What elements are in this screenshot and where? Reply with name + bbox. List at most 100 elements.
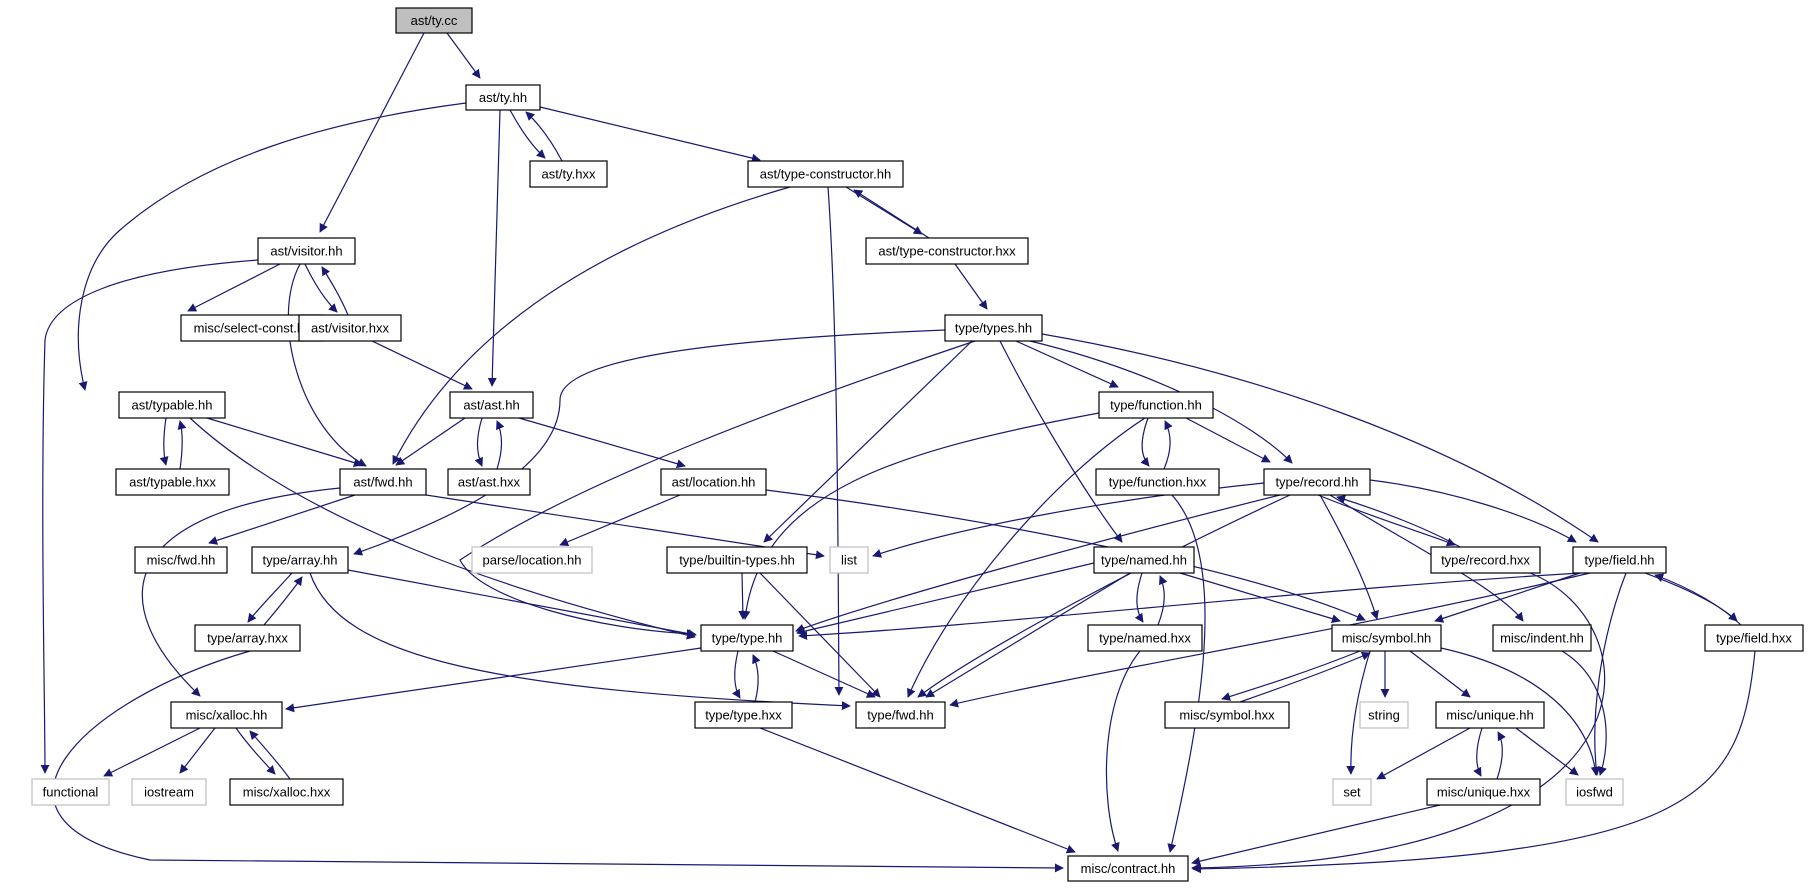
node-type-array-hh[interactable]: type/array.hh <box>251 546 349 574</box>
edge-ast-ty-hh-to-ast-typable-hh <box>77 102 467 391</box>
node-box <box>1492 624 1592 652</box>
node-box <box>31 778 110 806</box>
edge-misc-symbol-hh-to-misc-unique-hh <box>1409 650 1471 698</box>
edge-ast-visitor-hh-to-misc-select-const-hh <box>187 263 281 312</box>
node-ast-ty-cc[interactable]: ast/ty.cc <box>395 7 473 34</box>
node-box <box>251 546 349 574</box>
node-ast-ty-hh[interactable]: ast/ty.hh <box>465 84 541 111</box>
edge-type-named-hh-to-type-fwd-hh <box>925 572 1131 698</box>
node-misc-indent-hh[interactable]: misc/indent.hh <box>1492 624 1592 652</box>
node-type-field-hxx[interactable]: type/field.hxx <box>1704 624 1804 652</box>
node-box <box>170 701 283 729</box>
node-misc-contract-hh[interactable]: misc/contract.hh <box>1067 855 1189 882</box>
node-label: misc/indent.hh <box>1500 631 1584 646</box>
node-type-array-hxx[interactable]: type/array.hxx <box>194 624 301 652</box>
edge-ast-ast-hh-to-ast-ast-hxx <box>474 417 483 467</box>
edge-type-named-hh-to-type-named-hxx <box>1134 572 1144 623</box>
edge-ast-fwd-hh-to-misc-fwd-hh <box>208 494 356 545</box>
node-ast-location-hh[interactable]: ast/location.hh <box>660 468 767 496</box>
node-box <box>944 314 1043 342</box>
edge-ast-visitor-hxx-to-ast-visitor-hh <box>321 266 349 316</box>
node-label: misc/xalloc.hh <box>186 708 268 723</box>
node-ast-ty-hxx[interactable]: ast/ty.hxx <box>529 160 608 188</box>
edge-type-array-hxx-to-type-array-hh <box>263 576 303 626</box>
node-box <box>1359 701 1409 729</box>
node-ast-typable-hh[interactable]: ast/typable.hh <box>118 391 226 419</box>
edge-ast-ty-hh-to-ast-ty-hxx <box>509 109 546 159</box>
edge-misc-indent-hh-to-iosfwd <box>1561 650 1607 776</box>
node-label: ast/ast.hxx <box>458 475 521 490</box>
node-box <box>529 160 608 188</box>
node-misc-unique-hh[interactable]: misc/unique.hh <box>1435 701 1545 729</box>
node-label: ast/visitor.hh <box>270 244 342 259</box>
node-label: type/named.hh <box>1101 553 1187 568</box>
node-ast-type-constructor-hh[interactable]: ast/type-constructor.hh <box>747 160 904 188</box>
node-type-field-hh[interactable]: type/field.hh <box>1572 546 1667 574</box>
node-box <box>1095 468 1220 496</box>
node-label: type/record.hxx <box>1441 553 1530 568</box>
edge-ast-ty-hh-to-ast-type-constructor-hh <box>539 106 761 163</box>
edge-ast-type-constructor-hxx-to-type-types-hh <box>954 263 988 310</box>
node-misc-symbol-hh[interactable]: misc/symbol.hh <box>1331 624 1442 652</box>
node-ast-ast-hxx[interactable]: ast/ast.hxx <box>447 468 531 496</box>
node-label: iosfwd <box>1576 785 1613 800</box>
node-type-named-hh[interactable]: type/named.hh <box>1093 546 1195 574</box>
node-label: ast/ast.hh <box>463 398 519 413</box>
edge-type-array-hh-to-type-fwd-hh <box>309 572 851 711</box>
edge-ast-ty-cc-to-ast-ty-hh <box>446 32 481 79</box>
node-box <box>1263 468 1371 496</box>
node-ast-type-constructor-hxx[interactable]: ast/type-constructor.hxx <box>865 237 1029 265</box>
node-misc-fwd-hh[interactable]: misc/fwd.hh <box>134 546 228 574</box>
node-type-function-hh[interactable]: type/function.hh <box>1098 391 1214 419</box>
edge-type-types-hh-to-type-named-hh <box>999 340 1123 543</box>
edge-type-type-hh-to-type-fwd-hh <box>772 650 876 698</box>
edge-type-record-hxx-to-misc-contract-hh <box>1191 572 1606 873</box>
node-misc-symbol-hxx[interactable]: misc/symbol.hxx <box>1164 701 1290 729</box>
node-label: misc/symbol.hh <box>1342 631 1432 646</box>
node-string: string <box>1359 701 1409 729</box>
edge-type-types-hh-to-type-array-hh <box>353 329 946 556</box>
node-type-record-hh[interactable]: type/record.hh <box>1263 468 1371 496</box>
node-type-named-hxx[interactable]: type/named.hxx <box>1087 624 1203 652</box>
edge-type-field-hh-to-type-field-hxx <box>1644 572 1738 622</box>
edge-type-array-hh-to-type-type-hh <box>347 569 697 638</box>
node-label: ast/location.hh <box>672 475 756 490</box>
edge-type-types-hh-to-type-field-hh <box>1041 333 1599 543</box>
node-box <box>339 468 427 496</box>
node-set: set <box>1332 778 1372 806</box>
node-label: string <box>1368 708 1400 723</box>
node-label: misc/xalloc.hxx <box>243 785 331 800</box>
node-misc-unique-hxx[interactable]: misc/unique.hxx <box>1426 778 1541 806</box>
node-ast-visitor-hh[interactable]: ast/visitor.hh <box>257 237 356 265</box>
node-misc-xalloc-hh[interactable]: misc/xalloc.hh <box>170 701 283 729</box>
node-misc-xalloc-hxx[interactable]: misc/xalloc.hxx <box>229 778 344 806</box>
node-box <box>855 701 946 729</box>
node-ast-typable-hxx[interactable]: ast/typable.hxx <box>115 468 230 496</box>
edge-type-array-hxx-to-misc-contract-hh <box>52 650 1064 873</box>
node-box <box>1098 391 1214 419</box>
node-type-type-hxx[interactable]: type/type.hxx <box>694 701 793 729</box>
node-type-function-hxx[interactable]: type/function.hxx <box>1095 468 1220 496</box>
node-label: ast/ty.cc <box>411 13 458 28</box>
node-type-builtin-types-hh[interactable]: type/builtin-types.hh <box>666 546 808 574</box>
edge-misc-unique-hh-to-misc-unique-hxx <box>1473 727 1483 777</box>
edge-misc-symbol-hh-to-iosfwd <box>1440 647 1600 776</box>
node-ast-visitor-hxx[interactable]: ast/visitor.hxx <box>298 314 402 342</box>
node-label: type/named.hxx <box>1099 631 1191 646</box>
node-type-type-hh[interactable]: type/type.hh <box>700 624 794 652</box>
edge-type-function-hh-to-type-fwd-hh <box>907 417 1146 698</box>
edge-ast-type-constructor-hxx-to-ast-type-constructor-hh <box>853 189 930 239</box>
node-type-record-hxx[interactable]: type/record.hxx <box>1430 546 1541 574</box>
node-type-fwd-hh[interactable]: type/fwd.hh <box>855 701 946 729</box>
node-box <box>298 314 402 342</box>
edge-ast-typable-hh-to-type-type-hh <box>189 417 696 640</box>
edge-type-function-hxx-to-misc-contract-hh <box>1167 494 1206 853</box>
node-ast-fwd-hh[interactable]: ast/fwd.hh <box>339 468 427 496</box>
edge-ast-visitor-hh-to-functional <box>40 259 259 774</box>
node-type-types-hh[interactable]: type/types.hh <box>944 314 1043 342</box>
edge-misc-symbol-hh-to-misc-symbol-hxx <box>1221 650 1361 701</box>
edge-misc-xalloc-hh-to-misc-xalloc-hxx <box>235 727 276 775</box>
edge-type-type-hxx-to-type-type-hh <box>752 654 761 703</box>
node-ast-ast-hh[interactable]: ast/ast.hh <box>449 391 534 419</box>
node-label: type/builtin-types.hh <box>679 553 795 568</box>
